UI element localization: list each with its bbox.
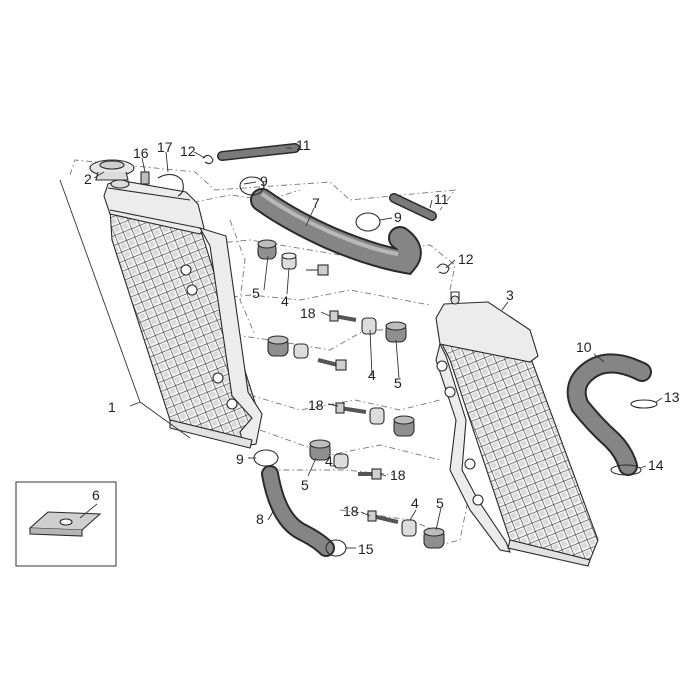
callout-5-bottom: 5 [436,495,444,511]
callout-4-upper: 4 [281,293,289,309]
grommet-5-lower-right [393,415,415,437]
spacer-4-upper [281,252,297,270]
callout-5-upper: 5 [252,285,260,301]
callout-11-right: 11 [434,191,449,207]
bolt-mid-left [317,358,347,371]
callout-18-c: 18 [390,467,406,483]
right-radiator-side-tank [435,342,511,553]
right-hose [566,353,652,476]
overflow-pipe [140,171,150,185]
callout-12-lower: 12 [458,251,474,267]
callout-13: 13 [664,389,680,405]
left-radiator-bottom-tank [169,419,253,449]
callout-4-bottom: 4 [411,495,419,511]
clamp-9-top-right [355,212,381,232]
callout-3: 3 [506,287,514,303]
callout-16: 16 [133,145,149,161]
bolt-18-b [335,402,367,414]
callout-11-left: 11 [296,137,311,153]
callout-5-lower: 5 [301,477,309,493]
clip-upper [202,154,214,165]
callout-9-top-left: 9 [260,173,268,189]
overflow-clamp [157,173,184,197]
spacer-4-mid-right [361,317,377,335]
bolt-upper [306,264,329,276]
callout-8: 8 [256,511,264,527]
detail-box-6 [15,481,117,567]
clip-lower [436,263,450,274]
callout-12-upper: 12 [180,143,196,159]
callout-7: 7 [312,195,320,211]
spacer-4-mid-left [293,343,309,359]
hose-clips [202,154,450,274]
right-radiator-header-tank [435,301,539,363]
main-hose [250,188,422,276]
leader-lines [59,147,663,549]
callout-10: 10 [576,339,592,355]
mounting-hardware [257,239,445,549]
callout-6: 6 [92,487,100,503]
right-radiator [435,291,599,567]
callout-9-lower: 9 [236,451,244,467]
grommet-5-mid-right [385,321,407,343]
clamp-9-lower [253,449,279,467]
radiator-cap [89,159,135,181]
grommet-5-lower-left [309,439,331,461]
callout-18-b: 18 [308,397,324,413]
clamp-9-top-left [239,176,265,196]
spacer-4-lower-left [333,453,349,469]
left-radiator [103,179,263,449]
grommet-5-upper [257,239,277,260]
left-radiator-filler-neck [110,179,130,189]
callout-9-top-right: 9 [394,209,402,225]
bolt-18-a [329,310,357,322]
callout-15: 15 [358,541,374,557]
bolt-18-c [358,468,382,480]
clamp-14 [610,464,642,476]
spacer-4-bottom [401,519,417,537]
grommet-5-mid-left [267,335,289,357]
callout-5-mid: 5 [394,375,402,391]
callout-4-mid: 4 [368,367,376,383]
callout-14: 14 [648,457,664,473]
upper-hoses [217,143,437,221]
callouts: 1 2 3 4 4 4 4 5 5 5 5 6 7 8 9 9 9 10 11 … [84,137,680,557]
callout-4-lower: 4 [325,453,333,469]
clamp-13 [630,399,658,409]
callout-17: 17 [157,139,173,155]
callout-18-a: 18 [300,305,316,321]
spacer-4-lower-right [369,407,385,425]
callout-2: 2 [84,171,92,187]
callout-1: 1 [108,399,116,415]
bolt-18-d [367,510,399,524]
lower-hose [261,465,335,557]
right-radiator-outlet-stub [450,295,460,305]
grommet-5-bottom [423,527,445,549]
callout-18-d: 18 [343,503,359,519]
